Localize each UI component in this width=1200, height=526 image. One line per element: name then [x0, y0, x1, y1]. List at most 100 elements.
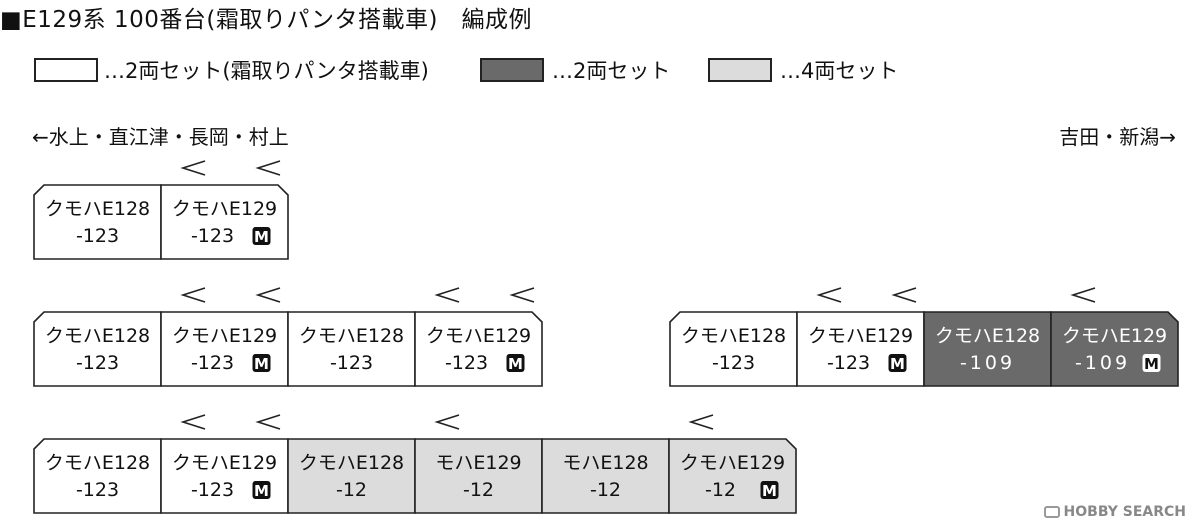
car-body: [160, 184, 289, 260]
car-number: -123: [76, 479, 119, 501]
car-number: -123: [76, 225, 119, 247]
car-number: -12: [336, 479, 367, 501]
pantograph-icon: [255, 287, 281, 303]
car-body: [33, 184, 162, 260]
car-number: -123: [191, 352, 234, 374]
car-body: [796, 311, 925, 387]
car-number: -123: [827, 352, 870, 374]
car: クモハE129 -12 M: [668, 414, 797, 514]
car: モハE128 -12: [541, 438, 670, 514]
motor-car-icon: M: [888, 354, 907, 373]
car-number: -12: [463, 479, 494, 501]
car-body: [1050, 311, 1179, 387]
car-body: [414, 311, 543, 387]
car-name: クモハE128: [299, 452, 404, 474]
car-body: [541, 438, 670, 514]
legend-label-white: …2両セット(霜取りパンタ搭載車): [104, 59, 429, 83]
motor-car-icon: M: [252, 227, 271, 246]
car-number: -12: [705, 479, 736, 501]
car-number: -123: [712, 352, 755, 374]
car-name: クモハE128: [45, 325, 150, 347]
pantograph-icon: [434, 414, 460, 430]
pantograph-icon: [180, 414, 206, 430]
car-number: -123: [191, 479, 234, 501]
motor-mark: M: [762, 482, 777, 500]
car-name: クモハE128: [935, 325, 1040, 347]
car-body: [669, 311, 798, 387]
formation-4: クモハE128 -123 クモハE129 -123 M クモハE128 -12 モハE129 -…: [33, 414, 797, 514]
direction-right-label: 吉田・新潟→: [1059, 125, 1176, 149]
direction-left-label: ←水上・直江津・長岡・村上: [32, 125, 289, 149]
pantograph-icon: [816, 287, 842, 303]
motor-mark: M: [254, 228, 269, 246]
car-number: -123: [330, 352, 373, 374]
motor-mark: M: [254, 482, 269, 500]
car-body: [160, 438, 289, 514]
car: クモハE128 -123: [33, 438, 162, 514]
motor-car-icon: M: [506, 354, 525, 373]
motor-mark: M: [508, 355, 523, 373]
car-name: クモハE128: [681, 325, 786, 347]
car: クモハE128 -123: [33, 184, 162, 260]
pantograph-icon: [509, 287, 535, 303]
car-body: [287, 438, 416, 514]
car-name: クモハE129: [172, 325, 277, 347]
car-name: クモハE129: [680, 452, 785, 474]
watermark: HOBBY SEARCH: [1043, 504, 1186, 520]
legend-swatch-gray: [480, 58, 544, 82]
motor-car-icon: M: [252, 481, 271, 500]
car: モハE129 -12: [414, 414, 543, 514]
pantograph-icon: [688, 414, 714, 430]
car-name: クモハE128: [45, 198, 150, 220]
car: クモハE128 -109: [923, 311, 1052, 387]
car-name: モハE129: [435, 452, 521, 474]
car-name: クモハE129: [808, 325, 913, 347]
car-name: モハE128: [562, 452, 648, 474]
pantograph-icon: [434, 287, 460, 303]
car-number: -109: [960, 352, 1015, 374]
pantograph-icon: [180, 160, 206, 176]
legend-swatch-light: [708, 58, 772, 82]
car: クモハE128 -123: [669, 311, 798, 387]
car-body: [33, 438, 162, 514]
car-body: [160, 311, 289, 387]
car-number: -12: [590, 479, 621, 501]
car: クモハE129 -123 M: [160, 414, 289, 514]
car-name: クモハE128: [45, 452, 150, 474]
car-number: -123: [76, 352, 119, 374]
car-name: クモハE129: [172, 452, 277, 474]
pantograph-icon: [255, 414, 281, 430]
car-body: [414, 438, 543, 514]
motor-mark: M: [1144, 355, 1159, 373]
motor-mark: M: [254, 355, 269, 373]
car: クモハE129 -123 M: [796, 287, 925, 387]
diagram-title: ■E129系 100番台(霜取りパンタ搭載車) 編成例: [0, 7, 532, 33]
car: クモハE128 -123: [33, 311, 162, 387]
car-name: クモハE128: [299, 325, 404, 347]
car-body: [33, 311, 162, 387]
pantograph-icon: [180, 287, 206, 303]
motor-car-icon: M: [1142, 354, 1161, 373]
car-number: -109: [1075, 352, 1130, 374]
motor-car-icon: M: [252, 354, 271, 373]
motor-car-icon: M: [760, 481, 779, 500]
pantograph-icon: [1070, 287, 1096, 303]
car-number: -123: [445, 352, 488, 374]
car-number: -123: [191, 225, 234, 247]
car: クモハE129 -123 M: [414, 287, 543, 387]
car-name: クモハE129: [426, 325, 531, 347]
legend-swatch-white: [34, 58, 98, 82]
pantograph-icon: [891, 287, 917, 303]
car: クモハE129 -123 M: [160, 287, 289, 387]
watermark-text: HOBBY SEARCH: [1063, 504, 1186, 520]
motor-mark: M: [890, 355, 905, 373]
car: クモハE128 -12: [287, 438, 416, 514]
car: クモハE128 -123: [287, 311, 416, 387]
car-body: [287, 311, 416, 387]
pantograph-icon: [255, 160, 281, 176]
